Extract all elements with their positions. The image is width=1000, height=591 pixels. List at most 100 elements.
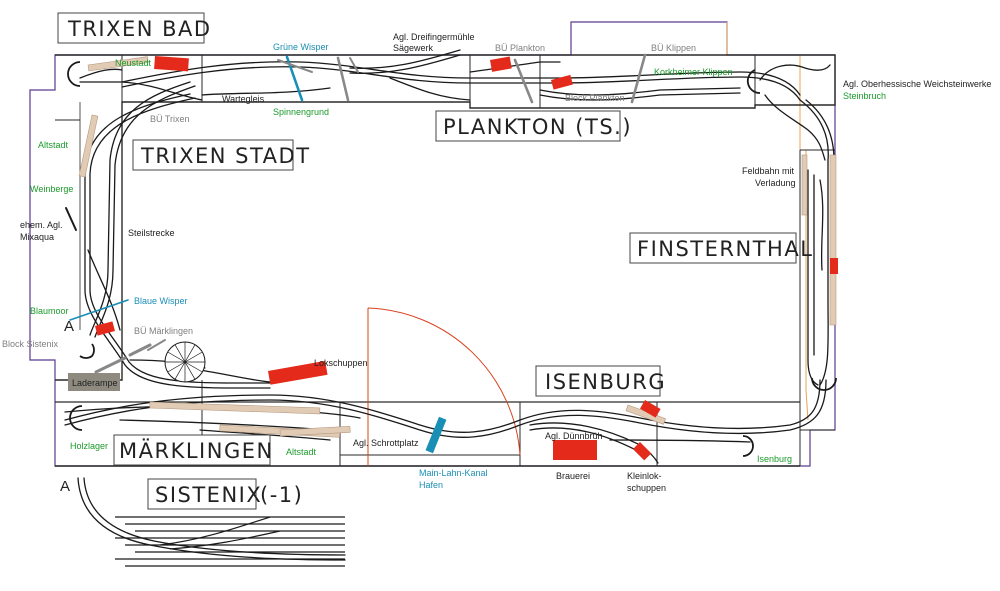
label-agl-schrottplatz: Agl. Schrottplatz: [353, 438, 419, 448]
title-plankton: PLANKTON (TS.): [443, 115, 632, 139]
mixaqua-signal: [65, 207, 77, 231]
label-feldbahn-mit: Feldbahn mit: [742, 166, 795, 176]
label-blaue-wisper: Blaue Wisper: [134, 296, 188, 306]
bue-blaue-wisper: [69, 299, 129, 321]
label-agl-oberhessische: Agl. Oberhessische Weichsteinwerke: [843, 79, 991, 89]
label-ehem-agl: ehem. Agl.: [20, 220, 63, 230]
track-top-main: [121, 61, 801, 96]
title-isenburg: ISENBURG: [545, 370, 666, 394]
title-trixen-stadt: TRIXEN STADT: [140, 144, 311, 168]
laderampe-label: Laderampe: [72, 378, 118, 388]
bue-maerklingen-3: [147, 339, 166, 351]
turntable-ray: [167, 351, 186, 363]
buildings: [95, 56, 838, 461]
platforms: [78, 56, 837, 438]
title-maerklingen: MÄRKLINGEN: [119, 438, 274, 463]
platform-finsternthal-2: [801, 154, 808, 216]
label-altstadt-top: Altstadt: [38, 140, 69, 150]
platform-neustadt: [87, 56, 149, 72]
label-agl-dreifingermuehle: Agl. Dreifingermühle: [393, 32, 475, 42]
track-top-main-2: [121, 66, 801, 101]
title-box-sistenix: [147, 478, 257, 510]
laderampe: Laderampe: [68, 373, 120, 391]
bue-dreifingermuehle: [336, 56, 350, 102]
building-brauerei: [553, 440, 597, 460]
upper-board-orange-edge: [540, 22, 809, 421]
label-hafen: Hafen: [419, 480, 443, 490]
turntable-ray: [184, 344, 196, 363]
portal-finsternthal-bottom: [811, 377, 837, 391]
label-block-plankton: Block Plankton: [565, 93, 625, 103]
track-right-upper-curve: [764, 94, 826, 161]
turntable-ray: [167, 361, 186, 373]
building-lokschuppen: [268, 360, 328, 385]
staging-ladder: [159, 516, 281, 550]
title-box-maerklingen: [113, 434, 271, 466]
title-box-isenburg: [535, 365, 661, 397]
turntable-ray: [184, 361, 196, 380]
hafen-bridge: [425, 416, 447, 454]
bue-maerklingen-2: [128, 343, 152, 357]
building-isenburg: [640, 400, 661, 418]
track-right-upper-loop: [759, 64, 831, 81]
label-wartegleis: Wartegleis: [222, 94, 265, 104]
track-right-loop: [799, 99, 829, 386]
label-saegewerk: Sägewerk: [393, 43, 434, 53]
door-swing-arc: [367, 307, 521, 466]
label-portal-a-upper: A: [64, 318, 74, 335]
track-top-spur: [389, 77, 471, 101]
label-bue-plankton: BÜ Plankton: [495, 43, 545, 53]
title-box-trixen-bad: [57, 12, 205, 44]
label-gruene-wisper: Grüne Wisper: [273, 42, 329, 52]
platform-altstadt-top: [78, 114, 99, 178]
portal-sistenix-up: [79, 343, 95, 359]
label-lokschuppen: Lokschuppen: [314, 358, 368, 368]
title-box-plankton: [435, 110, 621, 142]
label-block-sistenix: Block Sistenix: [2, 339, 59, 349]
label-mixaqua: Mixaqua: [20, 232, 54, 242]
label-portal-a-lower: A: [60, 478, 70, 495]
laderampe-box: [68, 373, 120, 391]
building-kleinlokschuppen: [632, 441, 652, 461]
label-spinnengrund: Spinnengrund: [273, 107, 329, 117]
title-trixen-bad: TRIXEN BAD: [67, 17, 212, 41]
title-finsternthal: FINSTERNTHAL: [637, 237, 813, 261]
portal-arcs: [67, 61, 837, 457]
label-bue-klippen: BÜ Klippen: [651, 43, 696, 53]
level-crossings: [65, 53, 647, 454]
label-bue-maerklingen: BÜ Märklingen: [134, 326, 193, 336]
title-box-trixen-stadt: [132, 139, 294, 171]
label-blaumoor: Blaumoor: [30, 306, 69, 316]
bue-plankton: [513, 58, 534, 104]
bue-maerklingen: [94, 356, 127, 374]
label-schuppen: schuppen: [627, 483, 666, 493]
track-top-spur: [349, 49, 461, 69]
track-bottom-main: [64, 379, 821, 433]
track-top-siding: [469, 61, 561, 73]
label-steilstrecke: Steilstrecke: [128, 228, 175, 238]
track-bottom-main-2: [64, 379, 827, 438]
bue-klippen: [630, 53, 647, 104]
title-sistenix: SISTENIX: [155, 483, 262, 507]
label-agl-duennbruehl: Agl. Dünnbrüh: [545, 431, 603, 441]
track-isenburg-branch-2: [529, 427, 637, 451]
turntable-ray: [174, 361, 186, 380]
portal-trixen-bad: [67, 61, 81, 87]
track-isenburg-branch: [529, 422, 659, 464]
station-titles: TRIXEN BAD TRIXEN STADT PLANKTON (TS.) F…: [57, 12, 813, 510]
track-cross: [87, 249, 121, 331]
title-sistenix-level: (-1): [260, 483, 303, 507]
label-steinbruch: Steinbruch: [843, 91, 886, 101]
track-turntable-lead: [199, 369, 271, 383]
track-left-outer: [84, 93, 271, 389]
label-main-lahn-kanal: Main-Lahn-Kanal: [419, 468, 488, 478]
platform-finsternthal: [829, 154, 837, 326]
building-finsternthal: [830, 258, 838, 274]
label-korkheimer-klippen: Korkheimer Klippen: [654, 67, 733, 77]
track-isenburg-siding: [609, 439, 751, 443]
label-weinberge: Weinberge: [30, 184, 73, 194]
track-feldbahn: [819, 179, 824, 271]
platform-maerklingen-1: [149, 401, 321, 415]
